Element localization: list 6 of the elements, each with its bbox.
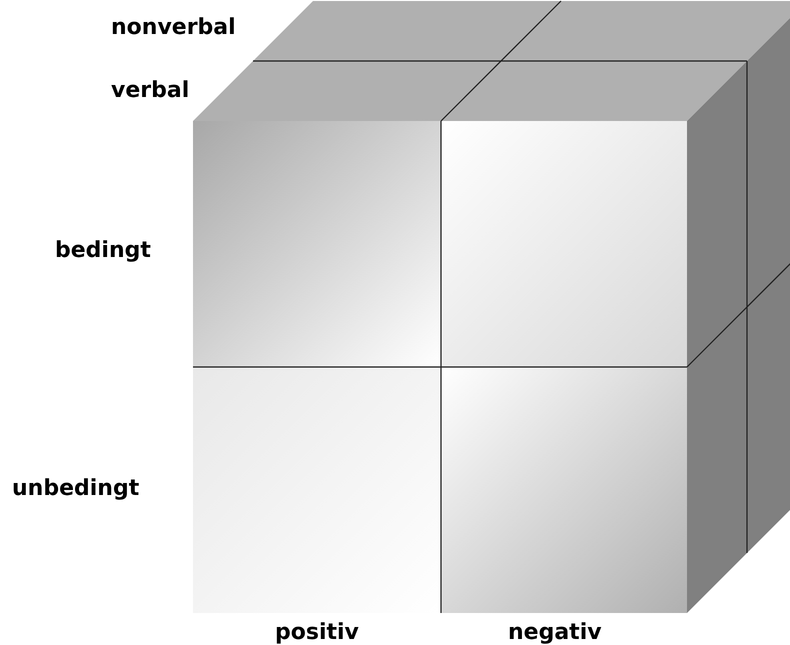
axis-label: positiv [275, 622, 359, 644]
axis-label: verbal [111, 80, 190, 102]
axis-label: unbedingt [12, 478, 140, 500]
axis-label: bedingt [55, 240, 151, 262]
axis-label: nonverbal [111, 17, 236, 39]
axis-label: negativ [508, 622, 602, 644]
